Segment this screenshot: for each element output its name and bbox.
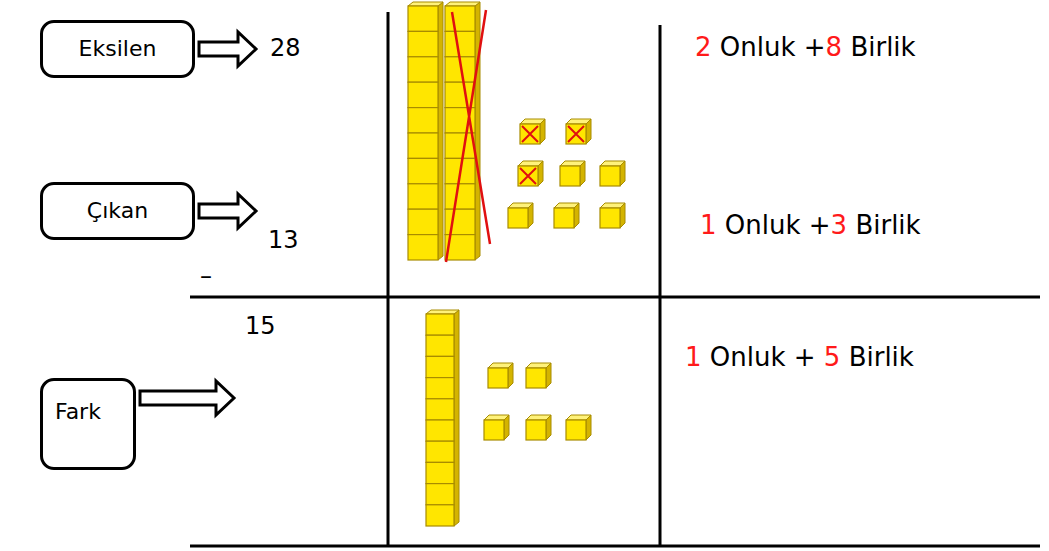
ten-rod	[408, 2, 443, 260]
unit-cube	[520, 119, 545, 144]
unit-cube	[484, 415, 509, 440]
unit-cube	[560, 161, 585, 186]
table-lines	[190, 12, 1040, 546]
ten-rod	[445, 2, 480, 260]
number: 28	[270, 34, 301, 63]
unit-cube	[518, 161, 543, 186]
unit-cube	[554, 203, 579, 228]
table-line	[387, 12, 390, 546]
table-line	[190, 545, 1040, 548]
label-box: Fark	[40, 378, 136, 470]
unit-cube	[526, 415, 551, 440]
unit-cube	[488, 363, 513, 388]
cross-mark	[522, 126, 538, 142]
unit-cube	[508, 203, 533, 228]
label-box: Eksilen	[40, 20, 195, 78]
place-value-text: 1 Onluk +3 Birlik	[700, 210, 921, 241]
pointer-arrow	[140, 381, 234, 415]
unit-cube	[566, 415, 591, 440]
pointer-arrow	[199, 194, 256, 228]
unit-cube	[526, 363, 551, 388]
cross-mark	[520, 168, 536, 184]
base-ten-blocks	[408, 2, 625, 526]
unit-cube	[566, 119, 591, 144]
place-value-text: 1 Onluk + 5 Birlik	[685, 342, 914, 373]
box-label: Çıkan	[87, 198, 148, 224]
cross-mark	[568, 126, 584, 142]
number: 13	[268, 226, 299, 255]
box-label: Fark	[55, 399, 101, 425]
minus-sign: –	[200, 262, 212, 291]
unit-cube	[600, 161, 625, 186]
pointer-arrow	[199, 32, 256, 66]
box-label: Eksilen	[79, 36, 157, 62]
ten-rod	[426, 310, 459, 526]
place-value-text: 2 Onluk +8 Birlik	[695, 32, 916, 63]
label-box: Çıkan	[40, 182, 195, 240]
number: 15	[245, 312, 276, 341]
cross-mark	[446, 10, 490, 262]
unit-cube	[600, 203, 625, 228]
table-line	[190, 296, 1040, 299]
table-line	[659, 25, 662, 546]
